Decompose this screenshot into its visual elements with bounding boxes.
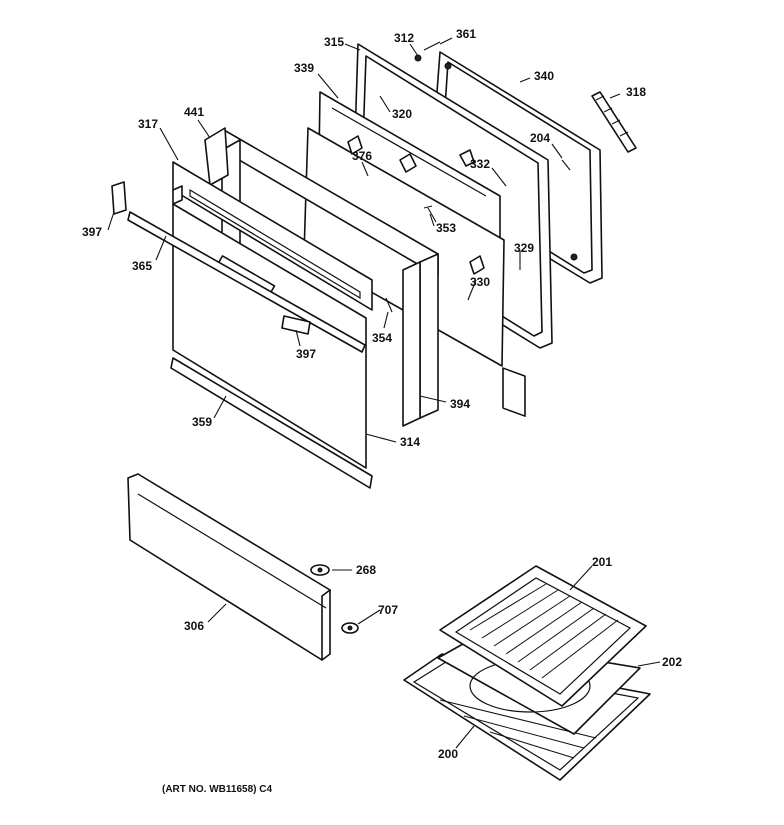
callout-202: 202 [662,655,682,669]
callout-339: 339 [294,61,314,75]
callout-268: 268 [356,563,376,577]
callout-204: 204 [530,131,550,145]
callout-394: 394 [450,397,470,411]
callout-312: 312 [394,31,414,45]
callout-318: 318 [626,85,646,99]
callout-329: 329 [514,241,534,255]
callout-306: 306 [184,619,204,633]
callout-397-handle: 397 [296,347,316,361]
handle-endcap-397 [281,315,311,335]
screw-312 [414,54,422,62]
callout-200: 200 [438,747,458,761]
leader-lines [107,37,661,749]
callout-317: 317 [138,117,158,131]
art-number-caption: (ART NO. WB11658) C4 [162,784,272,795]
screw-204 [561,159,571,171]
gasket-coil-318 [591,91,637,153]
fastener-268 [310,564,330,576]
screw-354 [385,297,393,313]
callout-359: 359 [192,415,212,429]
callout-397-top: 397 [82,225,102,239]
callout-354: 354 [372,331,392,345]
callout-365: 365 [132,259,152,273]
callout-320: 320 [392,107,412,121]
bracket-397-top [111,181,127,215]
callout-353: 353 [436,221,456,235]
side-trim-394 [402,261,421,427]
door-frame-441 [204,127,439,419]
bottom-trim-359 [170,357,373,489]
callout-labels: 315 312 361 339 340 318 320 441 317 376 … [82,27,682,761]
callout-330: 330 [470,275,490,289]
callout-707: 707 [378,603,398,617]
callout-332: 332 [470,157,490,171]
callout-441: 441 [184,105,204,119]
callout-314: 314 [400,435,420,449]
callout-340: 340 [534,69,554,83]
fastener-707 [341,622,359,634]
callout-376: 376 [352,149,372,163]
callout-361: 361 [456,27,476,41]
grid-slots [469,583,619,679]
drawer-panel-306 [127,473,331,661]
door-handle-365 [127,211,366,353]
callout-201: 201 [592,555,612,569]
callout-315: 315 [324,35,344,49]
broiler-grid-201 [439,565,647,707]
screw-361 [423,41,441,51]
screw-353 [423,205,437,223]
